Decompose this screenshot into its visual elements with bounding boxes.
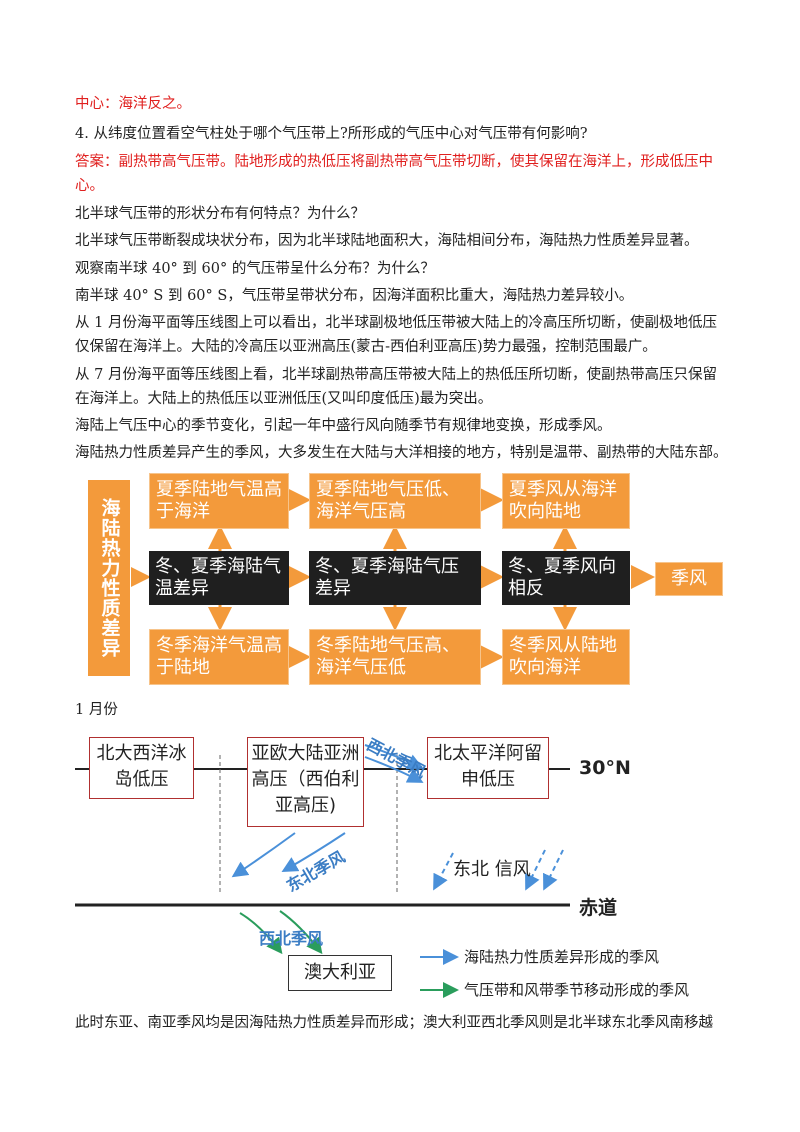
answer-line-cont: 心。 <box>75 178 104 194</box>
text-line: 从 7 月份海平面等压线图上看，北半球副热带高压带被大陆上的热低压所切断，使副热… <box>75 367 717 383</box>
flow-arrows <box>127 488 655 669</box>
text-line: 北半球气压带的形状分布有何特点？为什么？ <box>75 206 365 222</box>
flow-winter-pressure: 冬季陆地气压高、海洋气压低 <box>309 629 481 685</box>
nw-monsoon-label-bottom: 西北季风 <box>259 929 324 948</box>
flow-summer-wind: 夏季风从海洋吹向陆地 <box>502 473 630 529</box>
flow-pressure-diff: 冬、夏季海陆气压差异 <box>309 551 481 605</box>
flow-winter-temp: 冬季海洋气温高于陆地 <box>149 629 289 685</box>
flow-summer-pressure: 夏季陆地气压低、海洋气压高 <box>309 473 481 529</box>
flow-temp-diff: 冬、夏季海陆气温差异 <box>149 551 289 605</box>
text-line: 从 1 月份海平面等压线图上可以看出，北半球副极地低压带被大陆上的冷高压所切断，… <box>75 315 717 331</box>
flow-winter-wind: 冬季风从陆地吹向海洋 <box>502 629 630 685</box>
ne-trade-wind-label: 东北 信风 <box>453 859 531 880</box>
text-line: 海陆上气压中心的季节变化，引起一年中盛行风向随季节有规律地变换，形成季风。 <box>75 418 612 434</box>
text-line: 北半球气压带断裂成块状分布，因为北半球陆地面积大，海陆相间分布，海陆热力性质差异… <box>75 233 699 249</box>
equator-label: 赤道 <box>579 897 618 919</box>
answer-line: 答案：副热带高气压带。陆地形成的热低压将副热带高气压带切断，使其保留在海洋上，形… <box>75 154 713 170</box>
asian-high-box: 亚欧大陆亚洲高压（西伯利亚高压) <box>247 737 364 827</box>
legend-blue-label: 海陆热力性质差异形成的季风 <box>464 948 660 966</box>
flow-root-label: 海陆热力性质差异 <box>87 479 131 677</box>
flow-monsoon: 季风 <box>655 562 723 596</box>
text-line: 此时东亚、南亚季风均是因海陆热力性质差异而形成；澳大利亚西北季风则是北半球东北季… <box>75 1015 713 1031</box>
text-line: 观察南半球 40° 到 60° 的气压带呈什么分布？为什么？ <box>75 261 435 277</box>
aleutian-low-box: 北太平洋阿留申低压 <box>427 737 549 799</box>
map-caption: 1 月份 <box>75 702 118 718</box>
text-line: 仅保留在海洋上。大陆的冷高压以亚洲高压(蒙古-西伯利亚高压)势力最强，控制范围最… <box>75 339 657 355</box>
australia-box: 澳大利亚 <box>288 955 392 991</box>
flow-summer-temp: 夏季陆地气温高于海洋 <box>149 473 289 529</box>
text-line: 南半球 40° S 到 60° S，气压带呈带状分布，因海洋面积比重大，海陆热力… <box>75 288 634 304</box>
legend-green-label: 气压带和风带季节移动形成的季风 <box>464 981 690 999</box>
january-monsoon-diagram: 北大西洋冰岛低压 亚欧大陆亚洲高压（西伯利亚高压) 北太平洋阿留申低压 30°N… <box>75 725 732 1005</box>
monsoon-flowchart: 海陆热力性质差异 夏季陆地气温高于海洋 夏季陆地气压低、海洋气压高 夏季风从海洋… <box>75 467 732 692</box>
text-line: 在海洋上。大陆上的热低压以亚洲低压(又叫印度低压)最为突出。 <box>75 391 493 407</box>
text-line: 海陆热力性质差异产生的季风，大多发生在大陆与大洋相接的地方，特别是温带、副热带的… <box>75 445 728 461</box>
iceland-low-box: 北大西洋冰岛低压 <box>89 737 194 799</box>
question-4: 4. 从纬度位置看空气柱处于哪个气压带上?所形成的气压中心对气压带有何影响? <box>75 126 588 142</box>
flow-wind-reverse: 冬、夏季风向相反 <box>502 551 630 605</box>
lat-30n-label: 30°N <box>579 757 631 779</box>
text-line: 中心：海洋反之。 <box>75 96 191 112</box>
